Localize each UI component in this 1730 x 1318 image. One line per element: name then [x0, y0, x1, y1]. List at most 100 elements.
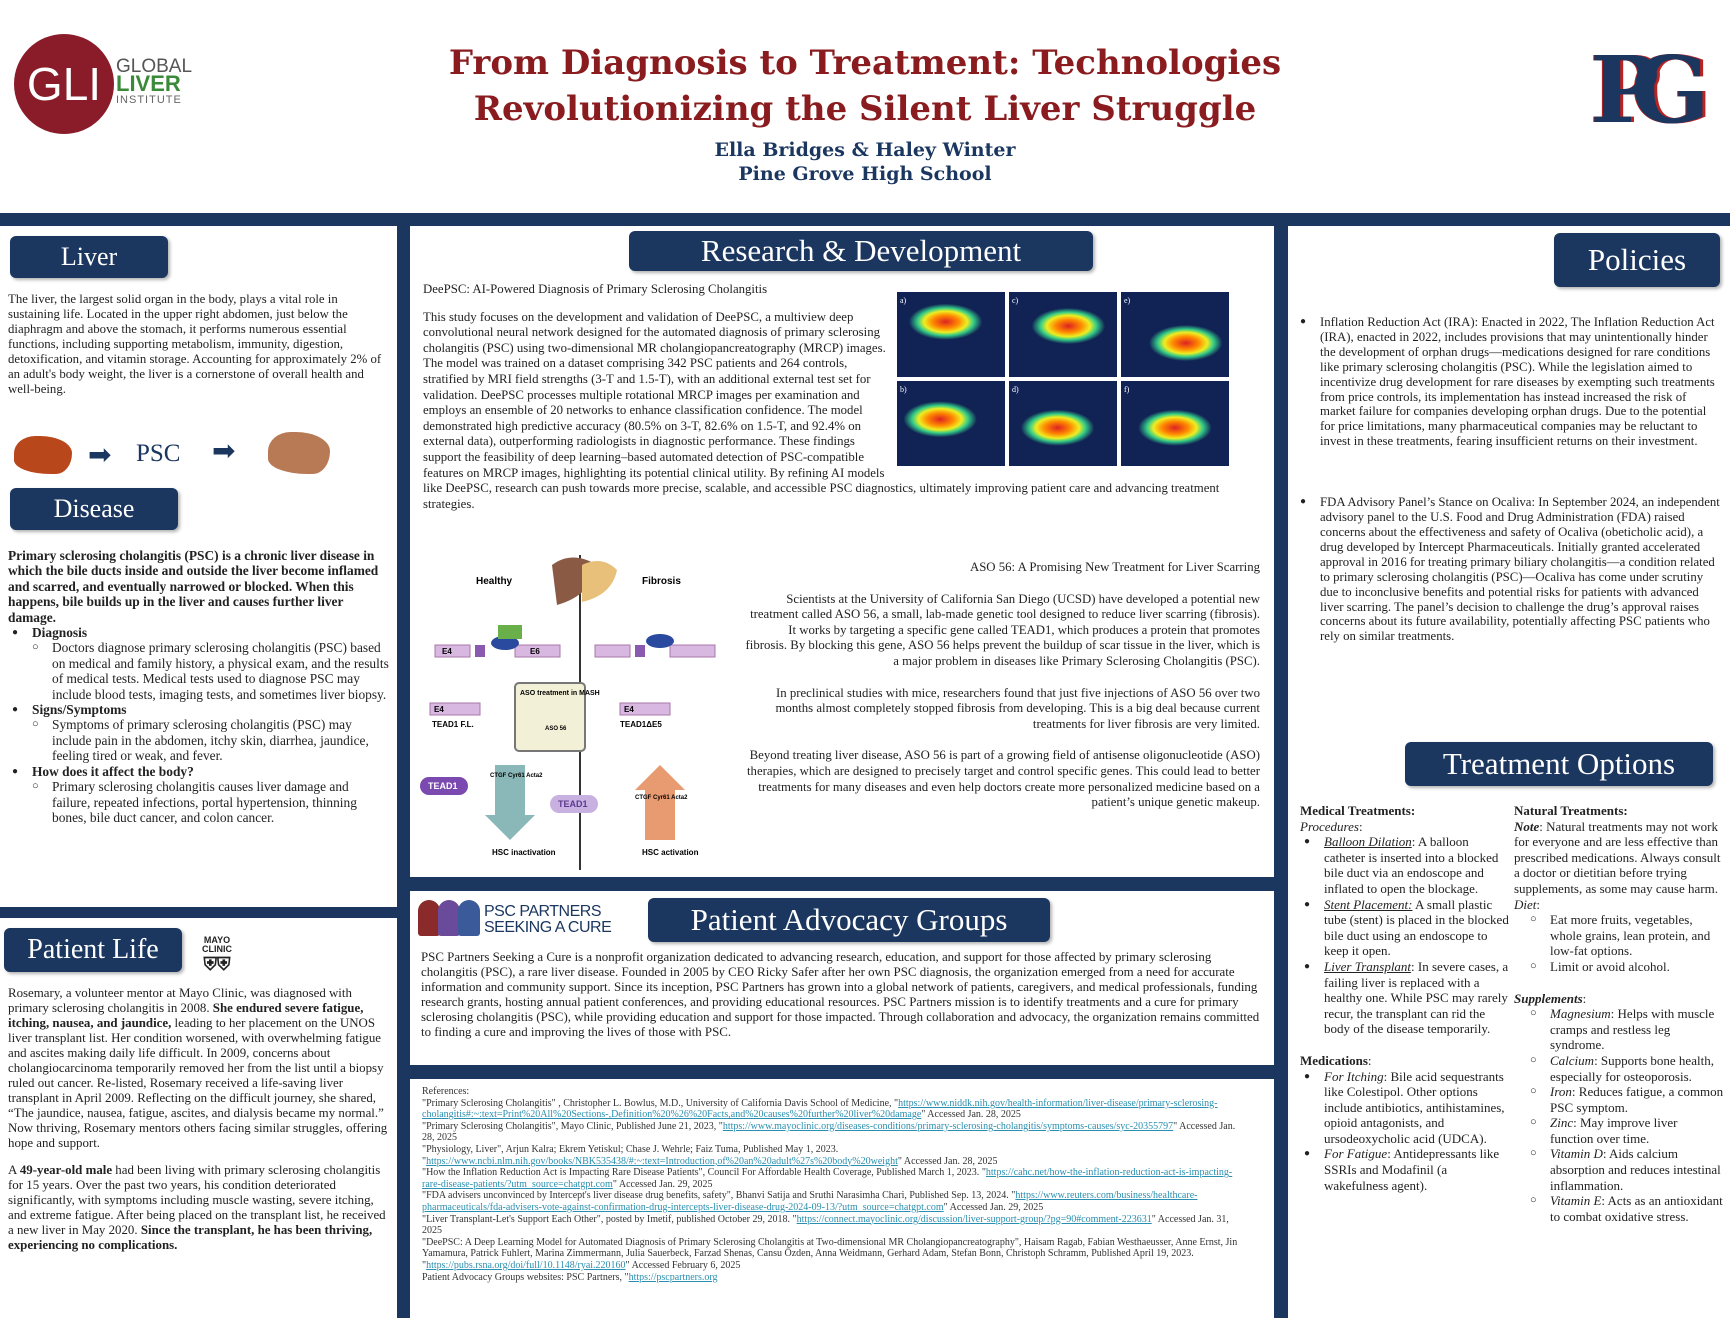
reference-item: Patient Advocacy Groups websites: PSC Pa… — [422, 1271, 718, 1283]
healthy-liver-icon — [14, 436, 72, 474]
exon-label: E6 — [530, 647, 540, 656]
arrow-icon: ➡ — [212, 436, 236, 467]
gli-line2: LIVER — [116, 71, 181, 96]
reference-accessed: " Accessed February 6, 2025 — [625, 1259, 741, 1271]
supplement-item-name: Vitamin D — [1550, 1146, 1603, 1162]
divider — [1274, 213, 1288, 1318]
gli-line3: INSTITUTE — [116, 94, 182, 106]
aso-paragraph: Scientists at the University of Californ… — [745, 591, 1261, 668]
deepsc-title: DeePSC: AI-Powered Diagnosis of Primary … — [423, 282, 768, 296]
mri-panel-label: c) — [1012, 296, 1019, 305]
medication-item-text: : Bile acid sequestrants like Colestipol… — [1324, 1068, 1505, 1146]
supplement-item: Calcium: Supports bone health, especiall… — [1506, 1053, 1724, 1084]
aso-paragraph: In preclinical studies with mice, resear… — [775, 685, 1260, 731]
aso-paragraph: Beyond treating liver disease, ASO 56 is… — [747, 748, 1260, 810]
down-arrow — [485, 765, 535, 840]
procedure-item: Liver Transplant: In severe cases, a fai… — [1300, 959, 1510, 1037]
disease-item: DiagnosisDoctors diagnose primary sclero… — [8, 625, 390, 702]
mri-panel-label: e) — [1124, 296, 1131, 305]
disease-item-text: Symptoms of primary sclerosing cholangit… — [8, 717, 390, 763]
liver-heading: Liver — [10, 236, 168, 278]
reference-link[interactable]: https://www.reuters.com/business/healthc… — [422, 1190, 1198, 1213]
tead1-protein — [550, 795, 598, 813]
medication-item-name: For Fatigue — [1324, 1146, 1388, 1162]
disease-item: Signs/SymptomsSymptoms of primary sclero… — [8, 702, 390, 764]
reference-link[interactable]: https://www.niddk.nih.gov/health-informa… — [422, 1097, 1218, 1121]
medical-treatments: Medical Treatments: Procedures: Balloon … — [1300, 803, 1510, 1193]
policies-list: Inflation Reduction Act (IRA): Enacted i… — [1296, 315, 1720, 644]
divider — [410, 1065, 1274, 1079]
reference-item: "Primary Sclerosing Cholangitis" , Chris… — [422, 1097, 1218, 1121]
reference-item: "Liver Transplant-Let's Support Each Oth… — [422, 1213, 1229, 1237]
reference-link[interactable]: https://cahc.net/how-the-inflation-reduc… — [422, 1167, 1233, 1190]
mri-panel-label: b) — [900, 385, 907, 394]
note-label: Note — [1514, 818, 1540, 834]
reference-text: "Primary Sclerosing Cholangitis", Mayo C… — [422, 1120, 717, 1132]
gli-logo: GLI GLOBAL LIVER INSTITUTE — [14, 34, 214, 134]
diet-item: Eat more fruits, vegetables, whole grain… — [1506, 912, 1724, 959]
supplement-item: Vitamin E: Acts as an antioxidant to com… — [1506, 1193, 1724, 1224]
exon-label: E4 — [624, 705, 634, 714]
mri-heatmap-image: b) — [897, 381, 1005, 466]
psc-label: PSC — [136, 440, 181, 467]
poster-title: From Diagnosis to Treatment: Technologie… — [448, 43, 1282, 129]
reference-link[interactable]: https://pubs.rsna.org/doi/full/10.1148/r… — [426, 1259, 626, 1271]
disease-item-text: Primary sclerosing cholangitis causes li… — [8, 779, 390, 825]
supplement-item-name: Vitamin E — [1550, 1193, 1602, 1209]
procedure-item-text: : A balloon catheter is inserted into a … — [1324, 834, 1499, 896]
procedure-item: Balloon Dilation: A balloon catheter is … — [1300, 834, 1510, 896]
reference-link[interactable]: https://www.mayoclinic.org/diseases-cond… — [722, 1120, 1174, 1132]
procedures-label: Procedures — [1300, 818, 1359, 834]
gli-initials: GLI — [14, 34, 114, 134]
mri-heatmap-image: a) — [897, 292, 1005, 377]
mri-heatmap-image: d) — [1009, 381, 1117, 466]
supplement-item-name: Iron — [1550, 1084, 1572, 1100]
deepsc-text: This study focuses on the development an… — [423, 309, 1220, 511]
exon-label: E4 — [442, 647, 452, 656]
reference-item: "Primary Sclerosing Cholangitis", Mayo C… — [422, 1120, 1236, 1144]
tead1-label: TEAD1 — [558, 799, 588, 809]
medication-item-name: For Itching — [1324, 1068, 1384, 1084]
reference-accessed: " Accessed Jan. 29, 2025 — [943, 1201, 1044, 1213]
liver-text: The liver, the largest solid organ in th… — [8, 292, 382, 396]
reference-link[interactable]: https://pscpartners.org — [628, 1271, 718, 1283]
aso-box-label: ASO treatment in MASH — [520, 690, 600, 697]
advocacy-text: PSC Partners Seeking a Cure is a nonprof… — [421, 950, 1260, 1039]
policy-item: Inflation Reduction Act (IRA): Enacted i… — [1296, 315, 1720, 449]
patient-story-2: A 49-year-old male had been living with … — [8, 1163, 386, 1252]
hsc-activation-label: HSC activation — [642, 848, 699, 857]
reference-accessed: " Accessed Jan. 31, 2025 — [422, 1213, 1229, 1237]
reference-accessed: " Accessed Jan. 29, 2025 — [612, 1178, 713, 1190]
supplement-item-name: Magnesium — [1550, 1006, 1611, 1022]
procedure-item-name: Liver Transplant — [1324, 958, 1412, 974]
disease-section: Primary sclerosing cholangitis (PSC) is … — [8, 548, 390, 825]
reference-item: "DeePSC: A Deep Learning Model for Autom… — [422, 1236, 1238, 1271]
supplements-label: Supplements — [1514, 990, 1583, 1006]
tead1-protein — [420, 777, 468, 795]
mayo-clinic-logo: MAYO CLINIC⛨⛨ — [202, 935, 232, 975]
reference-text: "FDA advisers unconvinced by Intercept's… — [422, 1190, 1009, 1202]
disease-item-title: Signs/Symptoms — [32, 702, 127, 718]
divider — [0, 907, 397, 918]
fibrotic-liver-image — [582, 561, 617, 602]
reference-link[interactable]: https://www.ncbi.nlm.nih.gov/books/NBK53… — [426, 1155, 898, 1167]
hsc-inactivation-label: HSC inactivation — [492, 848, 556, 857]
procedure-item-name: Balloon Dilation — [1324, 834, 1412, 850]
mri-heatmap-image: c) — [1009, 292, 1117, 377]
disease-item: How does it affect the body?Primary scle… — [8, 764, 390, 826]
tead1-fl-label: TEAD1 F.L. — [432, 720, 474, 729]
policy-item: FDA Advisory Panel’s Stance on Ocaliva: … — [1296, 495, 1720, 644]
mri-heatmap-image: f) — [1121, 381, 1229, 466]
medication-item-text: : Antidepressants like SSRIs and Modafin… — [1324, 1146, 1500, 1193]
mri-heatmap-image: e) — [1121, 292, 1229, 377]
reference-item: "FDA advisers unconvinced by Intercept's… — [422, 1190, 1198, 1213]
advocacy-heading: Patient Advocacy Groups — [648, 898, 1050, 942]
reference-text: Patient Advocacy Groups websites: PSC Pa… — [422, 1271, 622, 1283]
patient-life-heading: Patient Life — [4, 928, 182, 972]
reference-text: "Primary Sclerosing Cholangitis" , Chris… — [422, 1097, 892, 1109]
patient-life-text: Rosemary, a volunteer mentor at Mayo Cli… — [8, 986, 390, 1253]
reference-link[interactable]: https://connect.mayoclinic.org/discussio… — [796, 1213, 1152, 1225]
